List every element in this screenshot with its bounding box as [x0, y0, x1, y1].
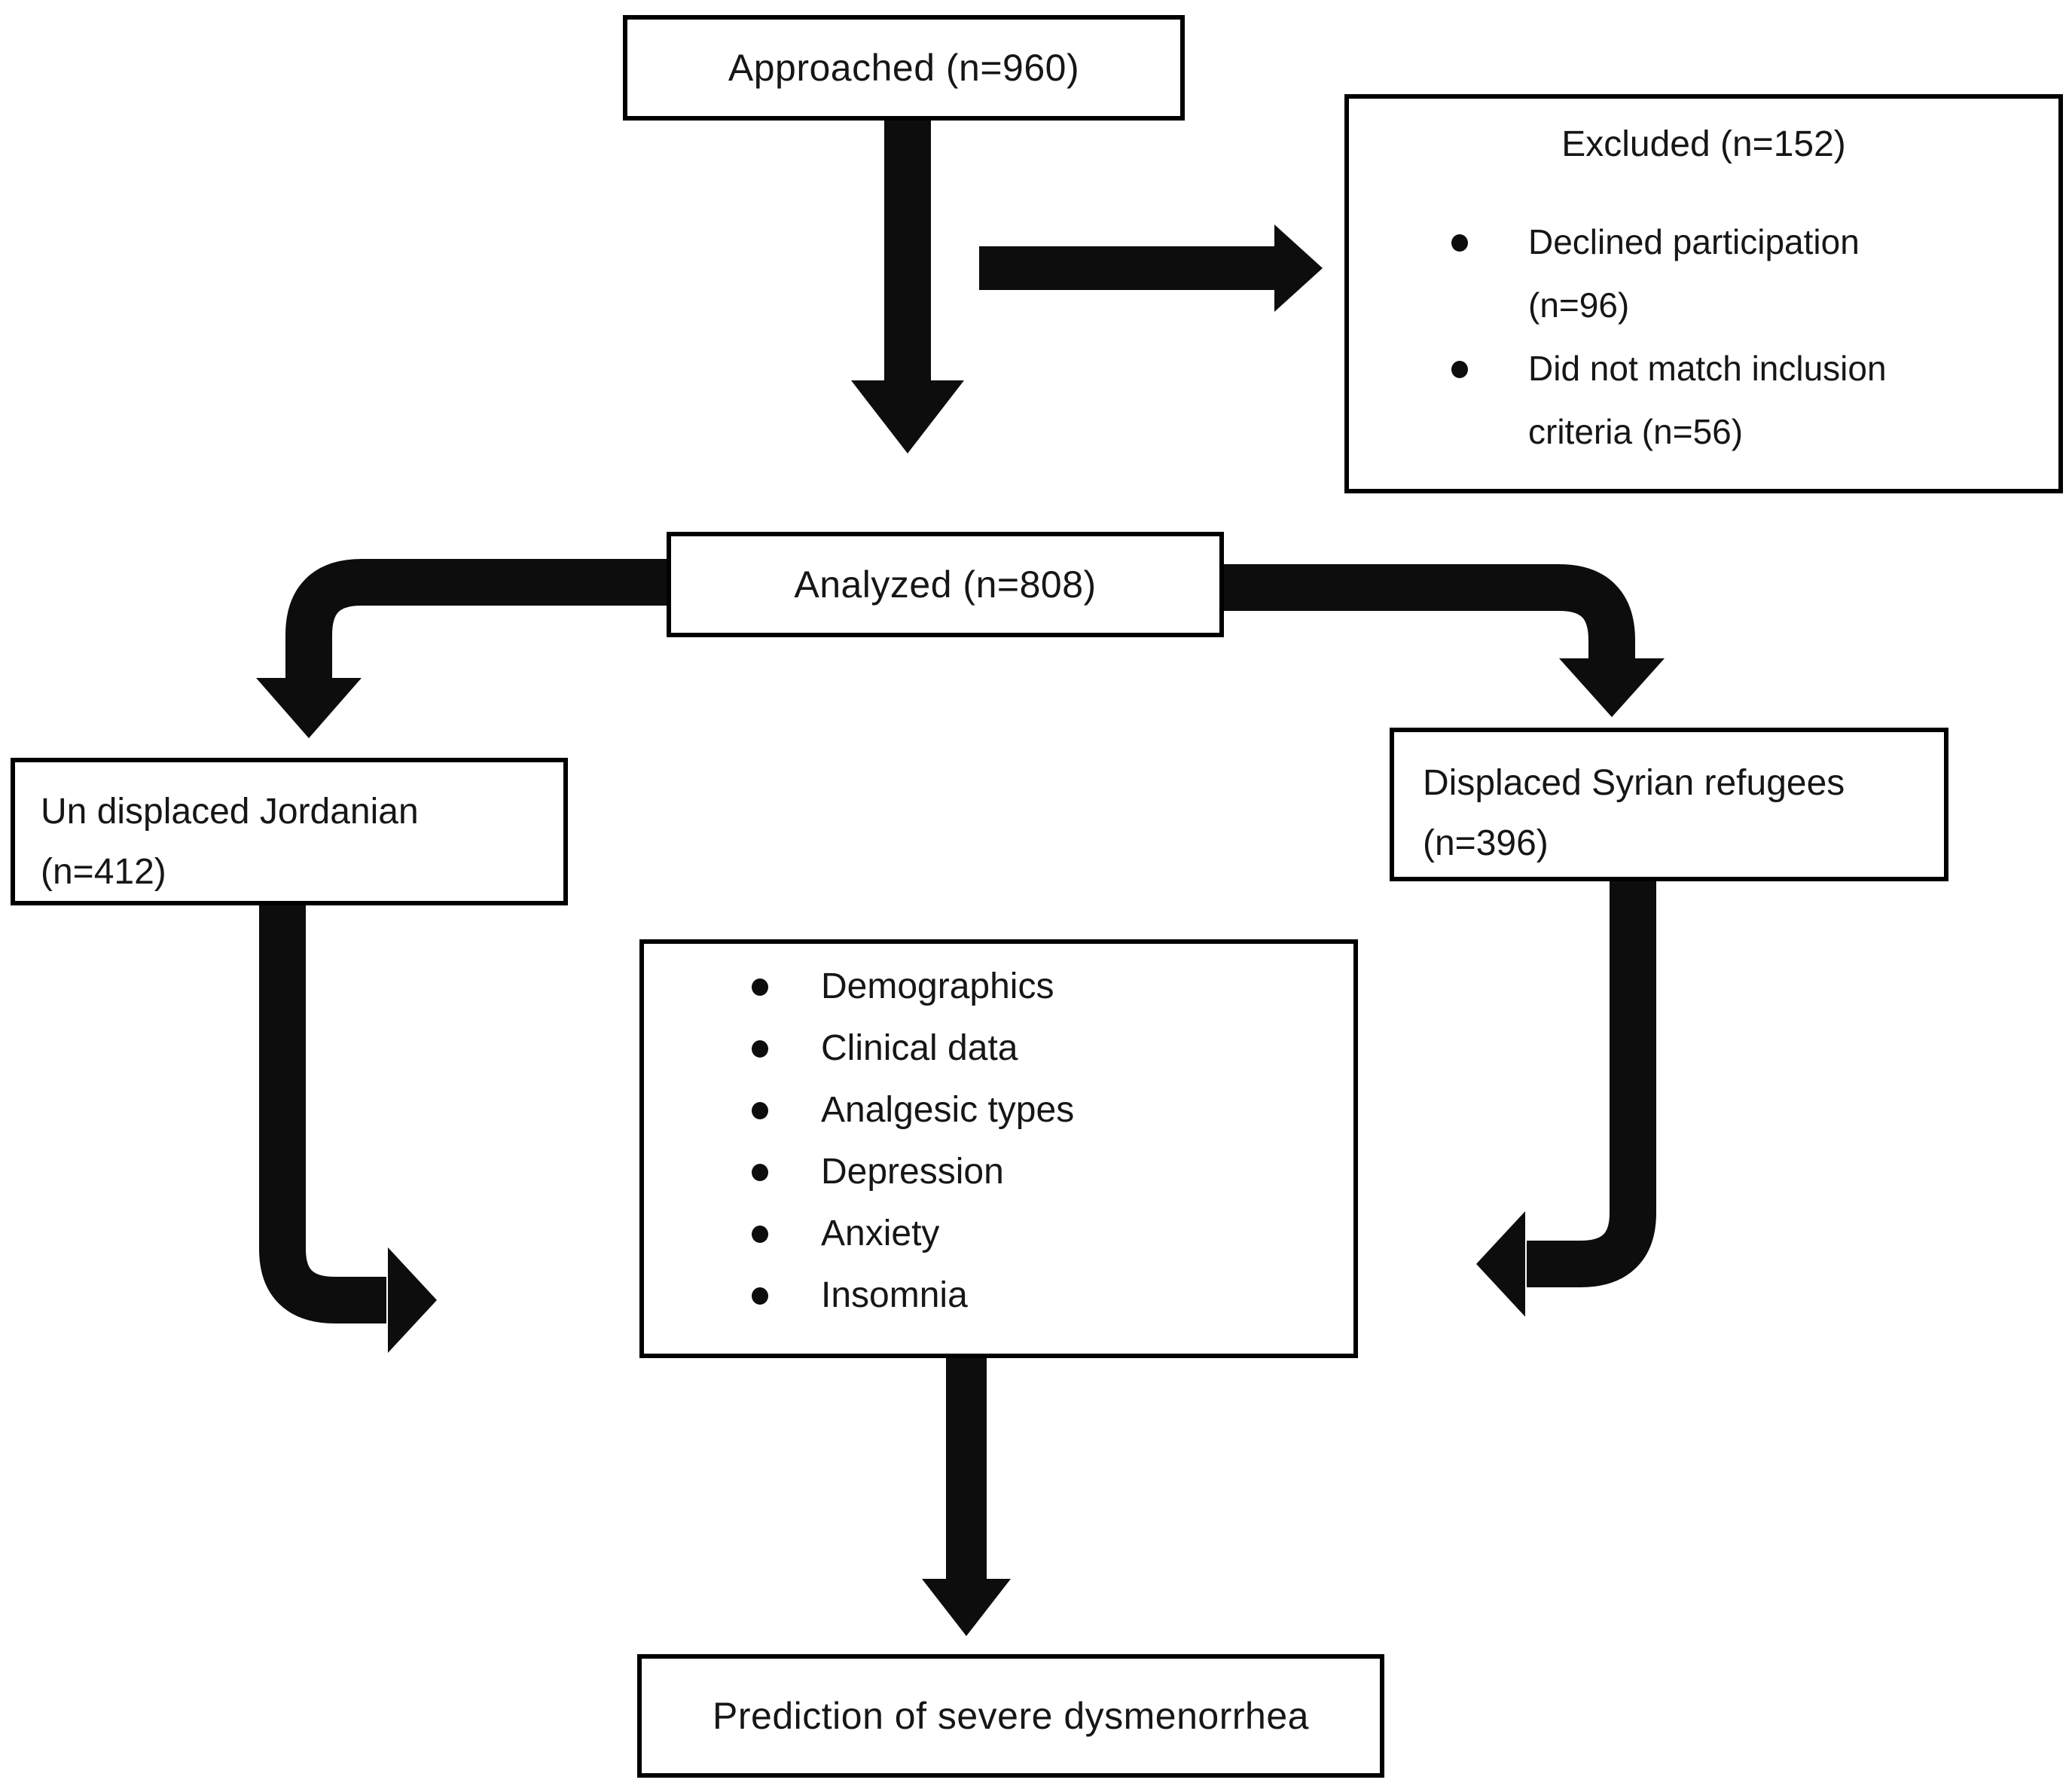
assessment-text: Anxiety — [821, 1213, 940, 1253]
arrow-approached-to-analyzed — [851, 121, 964, 453]
bullet-dot-icon — [752, 1102, 768, 1119]
bullet-dot-icon — [752, 1164, 768, 1181]
bullet-dot-icon — [1451, 234, 1468, 252]
approached-label: Approached (n=960) — [728, 47, 1080, 89]
assessment-item: Clinical data — [644, 1018, 1353, 1079]
assessment-text: Analgesic types — [821, 1090, 1075, 1130]
prediction-box: Prediction of severe dysmenorrhea — [637, 1654, 1384, 1778]
assessment-item: Depression — [644, 1141, 1353, 1203]
undisplaced-jordanian-line2: (n=412) — [41, 852, 166, 892]
bullet-dot-icon — [752, 1226, 768, 1243]
displaced-syrian-box: Displaced Syrian refugees (n=396) — [1390, 728, 1948, 881]
arrow-approached-to-excluded — [979, 224, 1323, 312]
arrow-analyzed-to-jordanian — [256, 559, 667, 738]
excluded-reasons-list: Declined participation (n=96) Did not ma… — [1349, 210, 2058, 463]
bullet-dot-icon — [752, 1287, 768, 1305]
arrow-analyzed-to-syrian — [1224, 564, 1665, 717]
assessment-item: Anxiety — [644, 1203, 1353, 1265]
assessment-text: Insomnia — [821, 1275, 968, 1315]
assessment-item: Analgesic types — [644, 1079, 1353, 1141]
excluded-reason-text: Did not match inclusion criteria (n=56) — [1528, 349, 1887, 451]
analyzed-label: Analyzed (n=808) — [794, 563, 1097, 606]
displaced-syrian-line2: (n=396) — [1423, 823, 1549, 863]
bullet-dot-icon — [1451, 361, 1468, 378]
approached-box: Approached (n=960) — [623, 15, 1185, 121]
arrow-syrian-to-assessments — [1476, 881, 1656, 1317]
assessment-text: Demographics — [821, 966, 1054, 1006]
assessment-text: Clinical data — [821, 1028, 1018, 1068]
assessment-text: Depression — [821, 1152, 1004, 1192]
assessment-item: Insomnia — [644, 1265, 1353, 1326]
excluded-title: Excluded (n=152) — [1561, 124, 1846, 164]
analyzed-box: Analyzed (n=808) — [667, 532, 1224, 637]
bullet-dot-icon — [752, 978, 768, 996]
arrow-assessments-to-prediction — [922, 1358, 1011, 1636]
displaced-syrian-line1: Displaced Syrian refugees — [1423, 763, 1845, 803]
excluded-reason-item: Did not match inclusion criteria (n=56) — [1349, 337, 1958, 463]
prediction-label: Prediction of severe dysmenorrhea — [713, 1695, 1309, 1737]
assessments-list: Demographics Clinical data Analgesic typ… — [644, 956, 1353, 1326]
undisplaced-jordanian-line1: Un displaced Jordanian — [41, 792, 419, 832]
excluded-box: Excluded (n=152) Declined participation … — [1344, 94, 2063, 493]
excluded-reason-text: Declined participation (n=96) — [1528, 222, 1860, 325]
undisplaced-jordanian-box: Un displaced Jordanian (n=412) — [11, 758, 568, 905]
assessments-box: Demographics Clinical data Analgesic typ… — [639, 939, 1358, 1358]
excluded-reason-item: Declined participation (n=96) — [1349, 210, 1958, 337]
assessment-item: Demographics — [644, 956, 1353, 1018]
bullet-dot-icon — [752, 1040, 768, 1058]
arrow-jordanian-to-assessments — [259, 905, 437, 1353]
